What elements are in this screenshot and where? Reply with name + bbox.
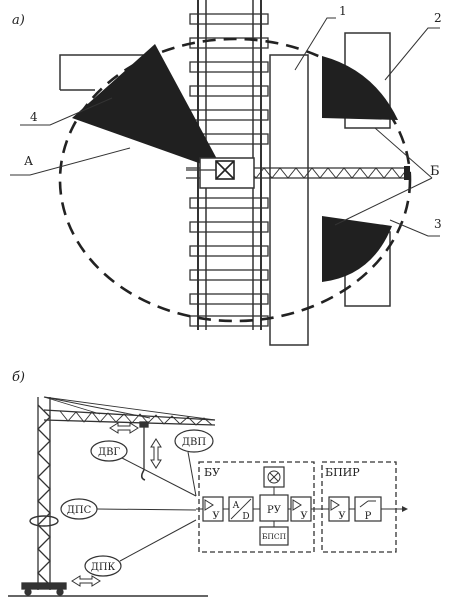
bu-ru-label: РУ [267, 505, 282, 516]
sensor-dpk: ДПК [84, 555, 122, 577]
bu-adc-top: A [232, 501, 240, 511]
sensor-dvg: ДВГ [90, 440, 128, 462]
bu-title: БУ [204, 466, 220, 479]
bpir-block [321, 461, 397, 553]
callout-1: 1 [339, 4, 347, 18]
sensor-dvp-label: ДВП [182, 437, 206, 448]
sensor-dvg-label: ДВГ [98, 447, 120, 458]
crane-base [186, 157, 255, 189]
bu-amp-out-label: У [300, 511, 308, 522]
bu-internals: У A D РУ БПСП У [196, 466, 312, 546]
panel-a-label: а) [12, 13, 25, 28]
bpir-internals: У Р [311, 496, 408, 522]
shadow-zone-building-2 [322, 56, 398, 120]
panel-b: б) [8, 370, 408, 597]
sensor-dpk-label: ДПК [91, 562, 116, 573]
railway-track [189, 0, 269, 330]
bu-bpsp-label: БПСП [262, 532, 287, 541]
sensor-arrows [71, 422, 162, 587]
bu-adc-bottom: D [242, 512, 249, 522]
sensor-dvp: ДВП [174, 429, 214, 453]
callout-A: А [24, 154, 33, 168]
building-1 [269, 54, 309, 346]
callout-2: 2 [434, 11, 442, 25]
callout-B: Б [430, 164, 440, 179]
blind-sector-4 [72, 44, 224, 172]
bu-amp-in-label: У [212, 511, 220, 522]
panel-a: а) [10, 0, 442, 346]
bpir-title: БПИР [325, 466, 360, 479]
sensor-dps: ДПС [60, 498, 98, 520]
shadow-zone-building-3 [322, 216, 392, 282]
sensor-wires [96, 451, 197, 562]
building-left [59, 54, 155, 91]
sensor-dps-label: ДПС [67, 505, 92, 516]
panel-b-label: б) [12, 370, 25, 385]
callout-4: 4 [30, 110, 38, 124]
bpir-relay-label: Р [365, 511, 372, 522]
callout-3: 3 [434, 217, 442, 231]
bpir-amp-label: У [338, 511, 346, 522]
bu-block [198, 461, 315, 553]
